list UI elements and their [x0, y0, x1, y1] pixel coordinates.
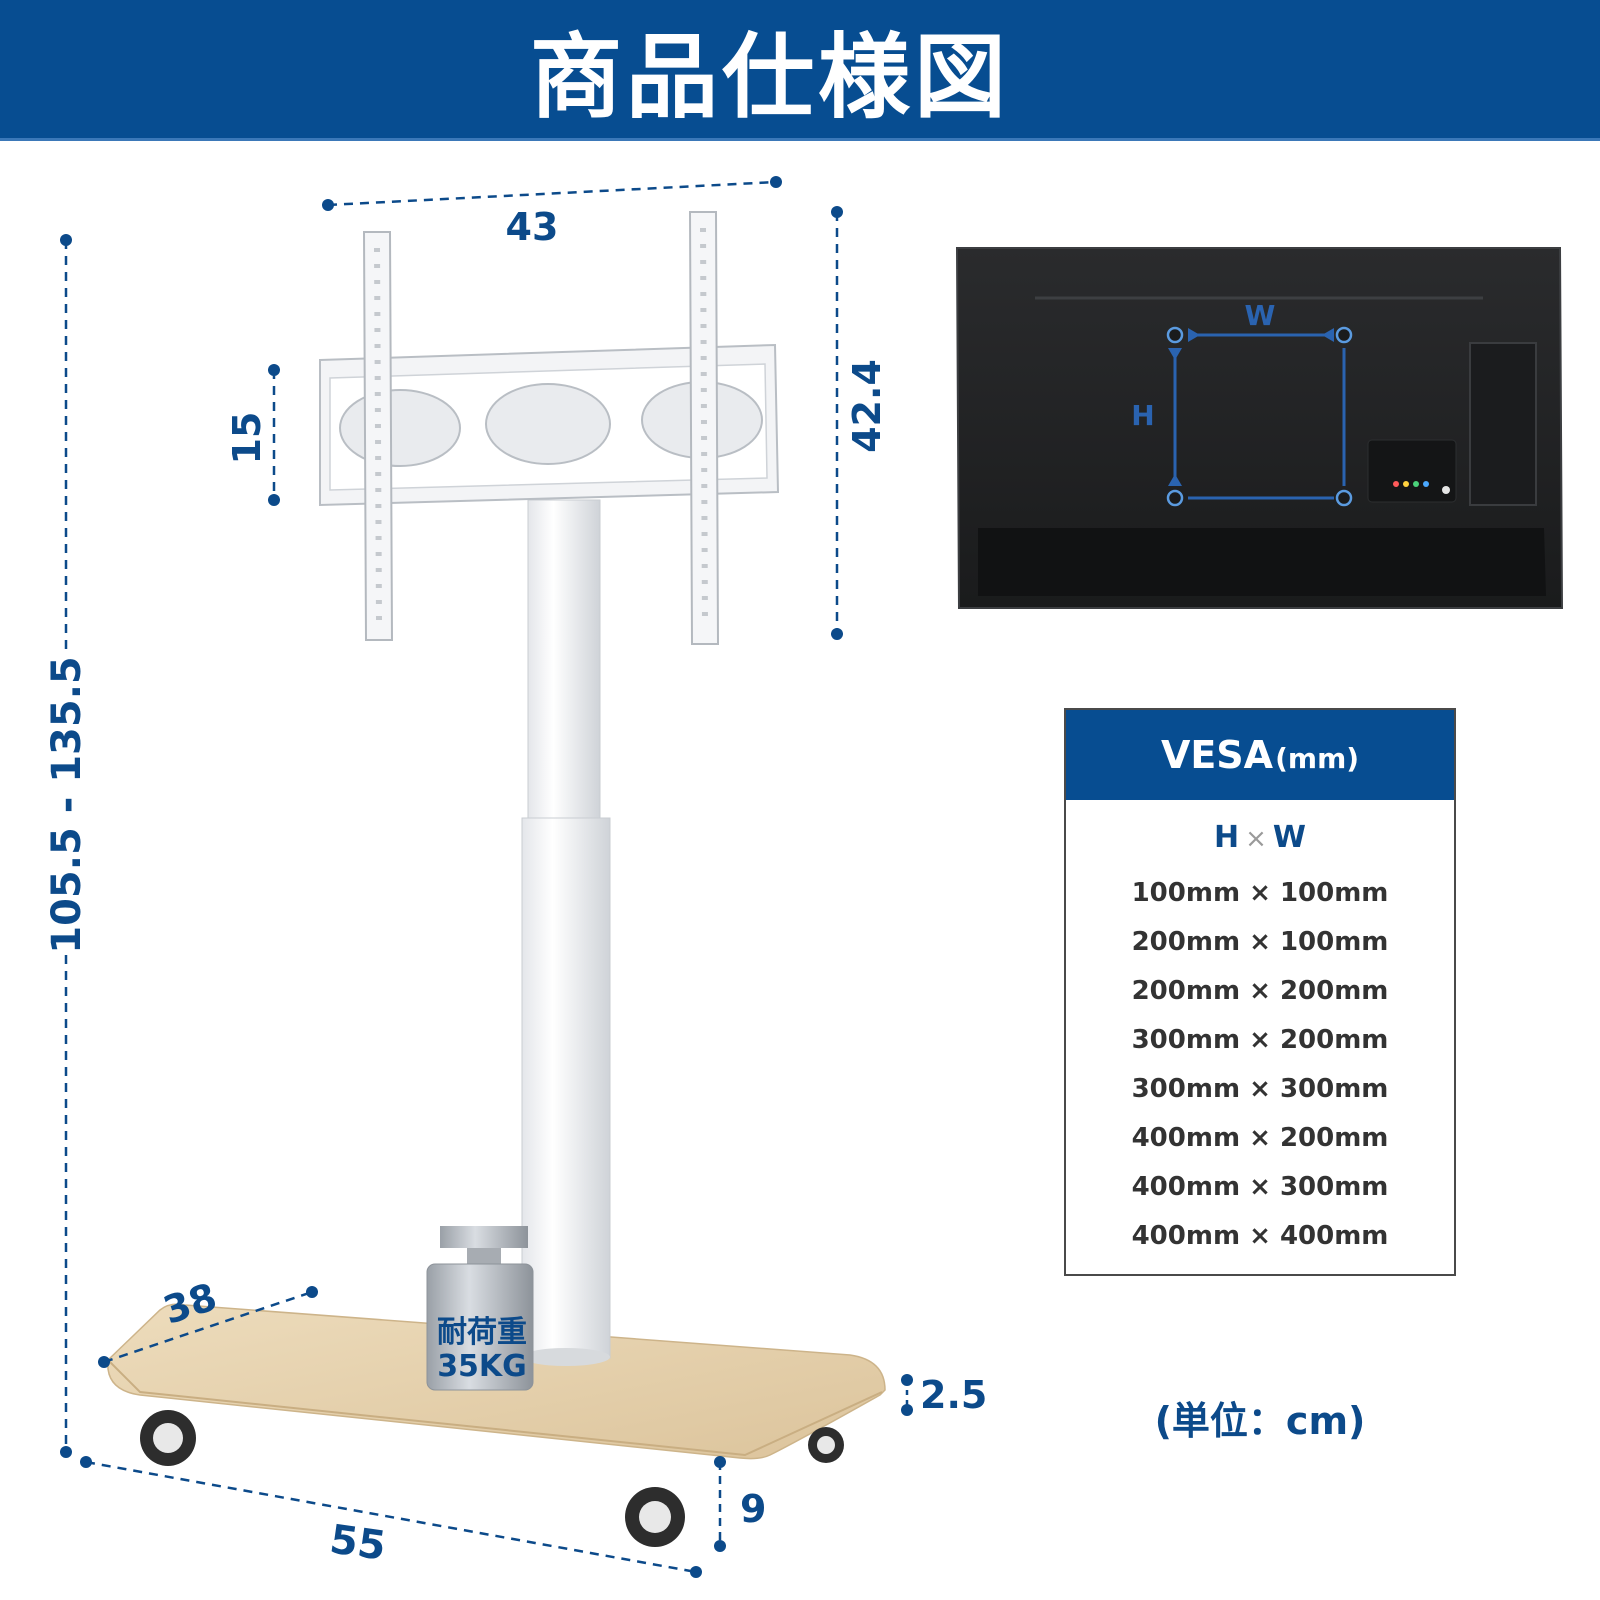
vesa-col-w: W [1272, 820, 1306, 855]
dimension-label-55: 55 [327, 1516, 389, 1569]
caster-wheel-front [625, 1487, 685, 1547]
vesa-size-row: 300mm × 200mm [1131, 1025, 1389, 1055]
vesa-unit: (mm) [1275, 741, 1360, 775]
vesa-size-list: 100mm × 100mm 200mm × 100mm 200mm × 200m… [1066, 869, 1454, 1261]
dimension-label-2-5: 2.5 [920, 1373, 987, 1417]
dimension-label-15: 15 [225, 412, 269, 465]
vesa-title: VESA [1160, 733, 1274, 777]
dimension-plate-height: 15 [225, 364, 280, 506]
caster-wheel-right [808, 1427, 844, 1463]
weight-icon: 耐荷重 35KG [426, 1226, 534, 1391]
tv-back-diagram: W H [955, 247, 1564, 609]
stand-pole [521, 499, 611, 1366]
dimension-label-9: 9 [740, 1487, 766, 1531]
vesa-size-row: 300mm × 300mm [1131, 1074, 1389, 1104]
vertical-bracket-left [362, 231, 394, 641]
vesa-size-row: 200mm × 100mm [1131, 927, 1389, 957]
vesa-size-row: 400mm × 400mm [1131, 1221, 1389, 1251]
dimension-base-width: 55 [80, 1456, 702, 1578]
weight-label-line2: 35KG [437, 1349, 527, 1384]
vesa-size-row: 400mm × 200mm [1131, 1123, 1389, 1153]
vesa-size-row: 200mm × 200mm [1131, 976, 1389, 1006]
dimension-bracket-height: 42.4 [831, 206, 889, 640]
vesa-size-row: 100mm × 100mm [1131, 878, 1389, 908]
vertical-bracket-right [688, 211, 720, 645]
vesa-table-header: VESA(mm) [1066, 710, 1454, 800]
dimension-label-total-height: 105.5 - 135.5 [44, 656, 90, 954]
vesa-col-x: × [1245, 824, 1267, 854]
vesa-w-label: W [1245, 299, 1276, 332]
mounting-plate [319, 343, 780, 507]
dimension-caster-height: 9 [714, 1456, 766, 1552]
vesa-column-header: H×W [1066, 820, 1454, 855]
dimension-total-height: 105.5 - 135.5 [44, 234, 90, 1458]
vesa-h-label: H [1131, 399, 1154, 432]
page-title: 商品仕様図 [529, 23, 1010, 131]
weight-label-line1: 耐荷重 [437, 1315, 527, 1350]
vesa-pattern: W H [1131, 299, 1353, 507]
dimension-label-43: 43 [506, 205, 559, 249]
vesa-col-h: H [1214, 820, 1240, 855]
dimension-base-thickness: 2.5 [901, 1373, 987, 1417]
caster-wheel-left [140, 1410, 196, 1466]
header-banner: 商品仕様図 [0, 0, 1600, 141]
vesa-size-row: 400mm × 300mm [1131, 1172, 1389, 1202]
unit-note: (単位：cm) [1154, 1399, 1366, 1443]
dimension-bracket-width: 43 [322, 176, 782, 249]
dimension-label-42-4: 42.4 [845, 359, 889, 453]
vesa-size-table: VESA(mm) H×W 100mm × 100mm 200mm × 100mm… [1064, 708, 1456, 1276]
